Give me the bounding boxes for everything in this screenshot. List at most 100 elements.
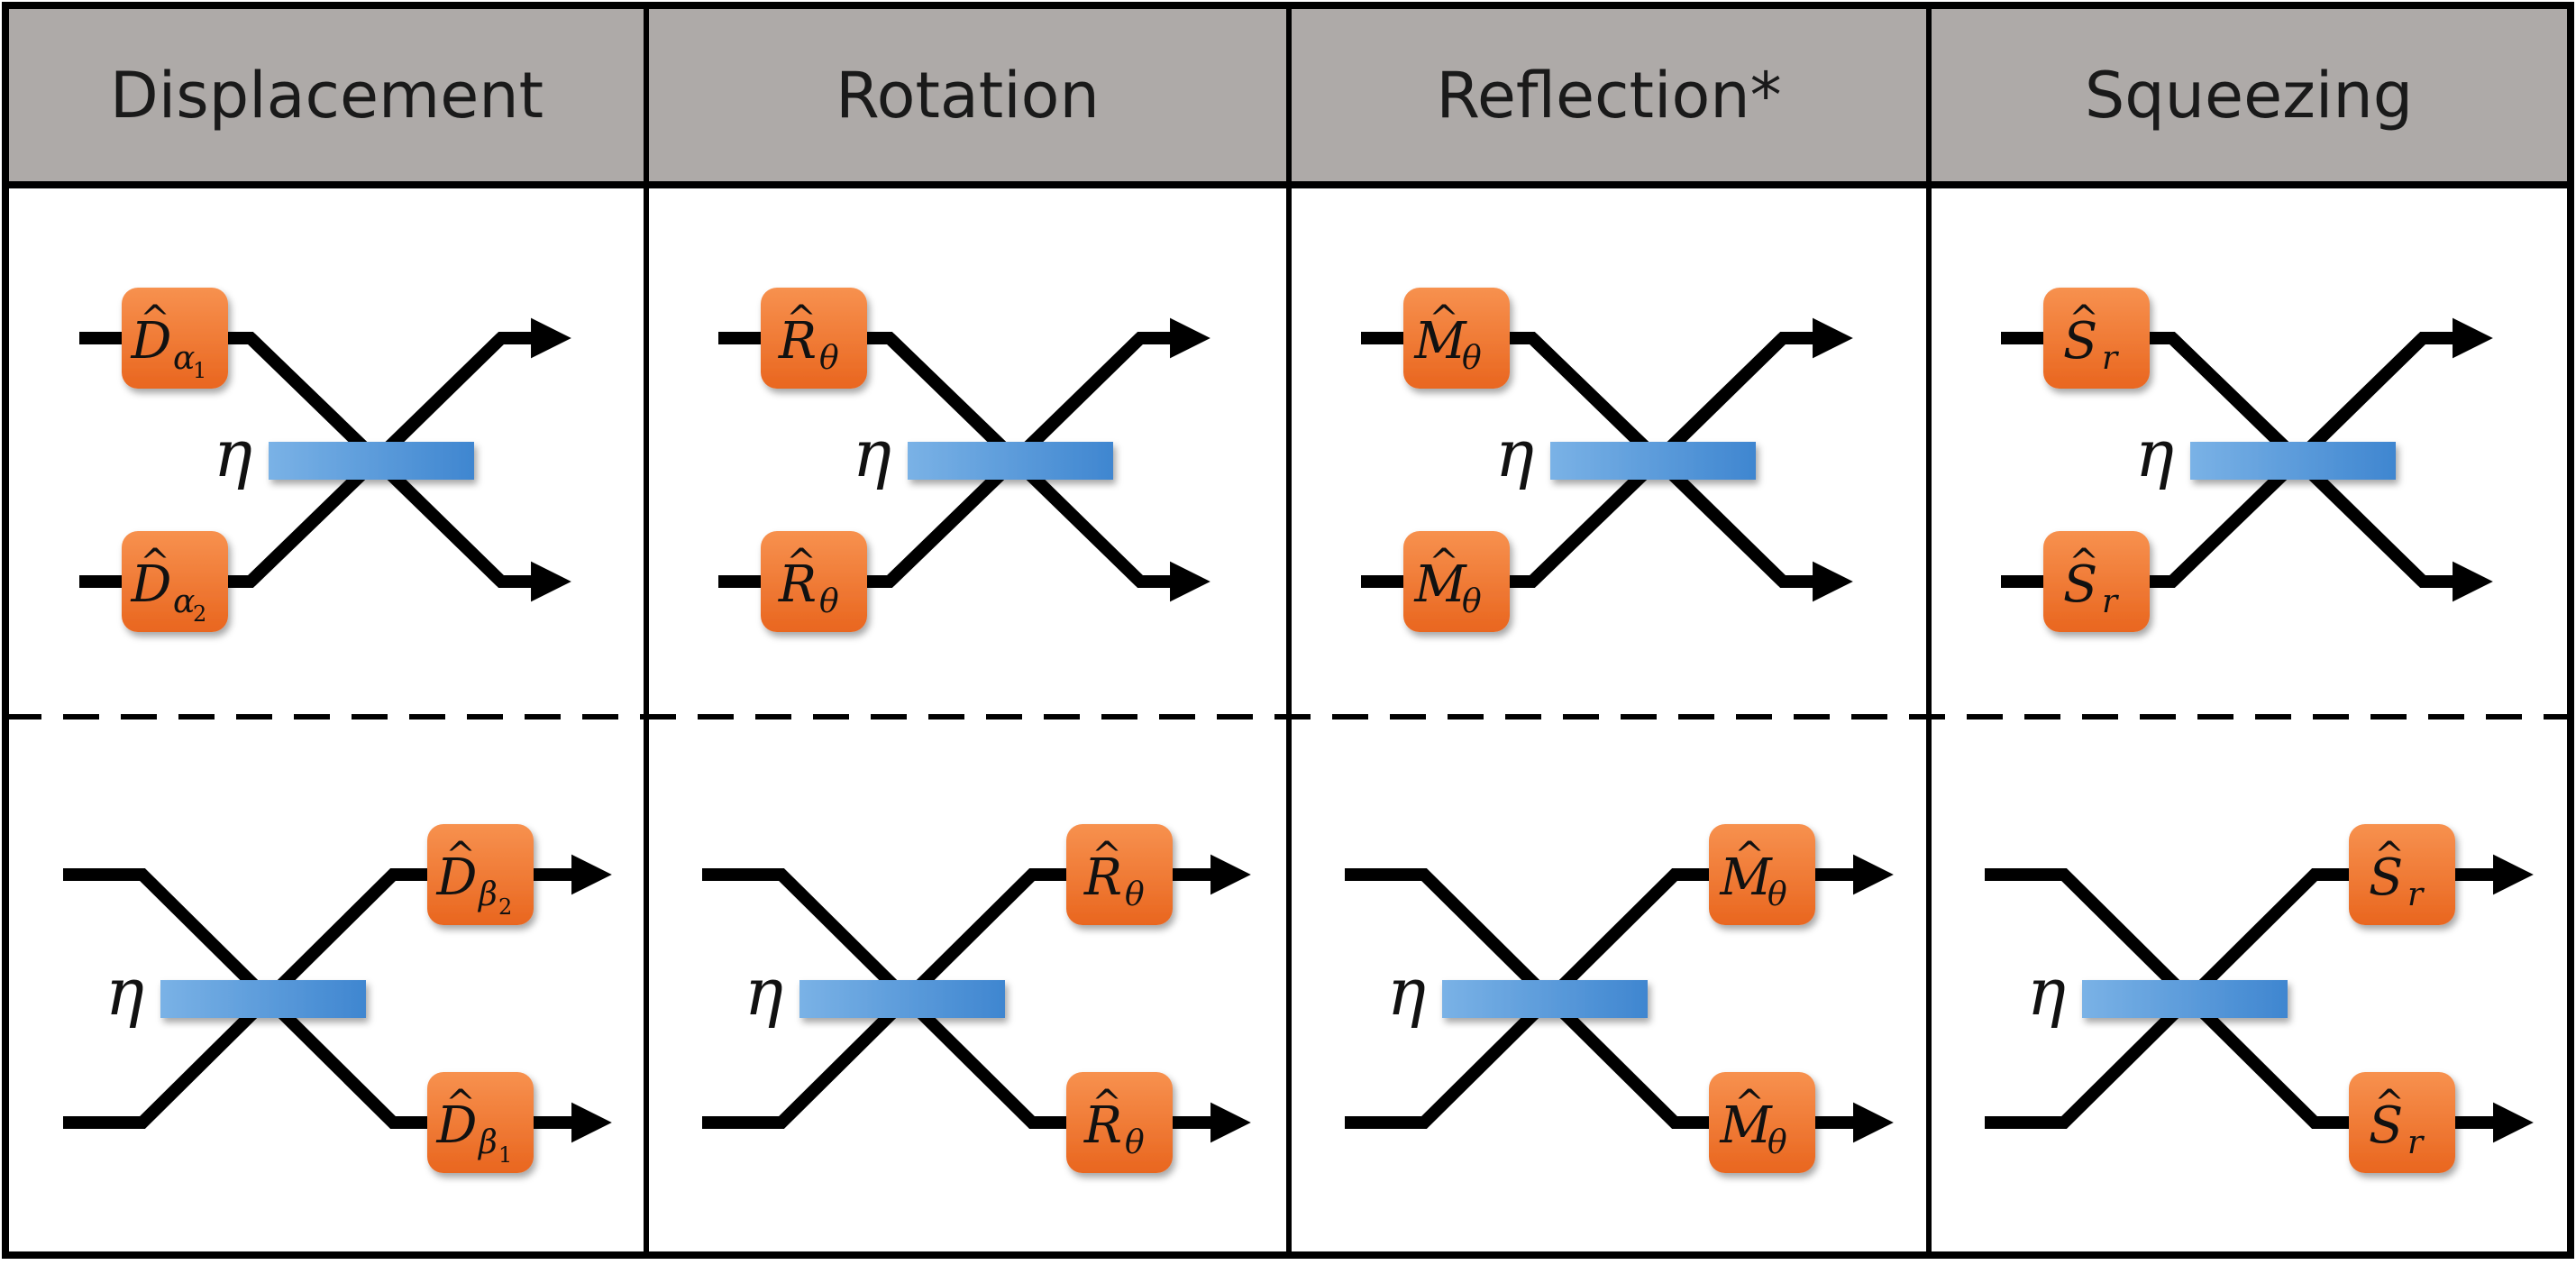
hat-accent: ^ — [1734, 1083, 1765, 1124]
beamsplitter-bar — [2190, 442, 2396, 480]
beamsplitter-eta-label: η — [853, 416, 891, 491]
operator-symbol: S — [2063, 555, 2097, 614]
operator-box — [1403, 531, 1510, 632]
operator-symbol: M — [1413, 555, 1467, 614]
input-operator-lower: D^α2 — [122, 531, 228, 632]
operator-subscript: θ — [1768, 876, 1787, 913]
operator-subscript: r — [2102, 583, 2119, 620]
input-operator-upper: M^θ — [1403, 288, 1510, 389]
operator-box — [1066, 1072, 1173, 1173]
output-operator-lower: M^θ — [1709, 1072, 1815, 1173]
beamsplitter-bottom: η — [105, 954, 366, 1030]
beamsplitter-eta-label: η — [105, 954, 144, 1030]
beamsplitter-top: η — [214, 416, 474, 491]
header-cell-bg — [646, 7, 1289, 185]
header-cell-bg — [7, 7, 646, 185]
beamsplitter-bottom: η — [1387, 954, 1648, 1030]
operator-box — [2349, 1072, 2455, 1173]
operator-box — [427, 824, 534, 925]
column-header: Displacement — [110, 59, 544, 133]
operator-box — [122, 531, 228, 632]
beamsplitter-eta-label: η — [214, 416, 252, 491]
operator-subscript: α — [173, 340, 195, 377]
output-operator-lower: S^r — [2349, 1072, 2455, 1173]
hat-accent: ^ — [1092, 835, 1122, 876]
beamsplitter-bar — [2082, 980, 2288, 1018]
operator-box — [122, 288, 228, 389]
output-operator-upper: S^r — [2349, 824, 2455, 925]
operator-box — [1066, 824, 1173, 925]
input-operator-lower: R^θ — [761, 531, 867, 632]
operator-symbol: S — [2063, 312, 2097, 371]
operator-subscript: θ — [819, 583, 839, 620]
operator-subscript: β — [477, 1124, 498, 1161]
operator-subsubscript: 2 — [193, 601, 206, 627]
operator-symbol: D — [436, 1096, 478, 1155]
beamsplitter-bar — [799, 980, 1005, 1018]
beamsplitter-top: η — [2135, 416, 2396, 491]
output-operator-upper: R^θ — [1066, 824, 1173, 925]
operator-box — [761, 531, 867, 632]
operator-box — [1709, 1072, 1815, 1173]
hat-accent: ^ — [445, 1083, 476, 1124]
beamsplitter-top: η — [853, 416, 1113, 491]
output-operator-lower: R^θ — [1066, 1072, 1173, 1173]
operator-box — [2349, 824, 2455, 925]
operator-box — [427, 1072, 534, 1173]
operator-subscript: r — [2407, 876, 2425, 913]
beamsplitter-eta-label: η — [2135, 416, 2174, 491]
hat-accent: ^ — [140, 298, 170, 340]
operator-subsubscript: 2 — [498, 894, 512, 920]
beamsplitter-eta-label: η — [2027, 954, 2066, 1030]
operator-subscript: θ — [1462, 583, 1482, 620]
operator-subsubscript: 1 — [498, 1142, 512, 1168]
operator-subscript: θ — [1462, 340, 1482, 377]
operator-box — [2043, 531, 2150, 632]
operator-box — [1403, 288, 1510, 389]
column-header: Rotation — [836, 59, 1100, 133]
hat-accent: ^ — [2374, 835, 2405, 876]
operator-subsubscript: 1 — [193, 358, 206, 383]
hat-accent: ^ — [445, 835, 476, 876]
operator-subscript: θ — [1125, 1124, 1145, 1161]
hat-accent: ^ — [1092, 1083, 1122, 1124]
hat-accent: ^ — [1429, 298, 1459, 340]
operator-subscript: θ — [1125, 876, 1145, 913]
operator-symbol: S — [2369, 1096, 2403, 1155]
hat-accent: ^ — [786, 542, 817, 583]
hat-accent: ^ — [786, 298, 817, 340]
operator-subscript: α — [173, 583, 195, 620]
hat-accent: ^ — [1429, 542, 1459, 583]
output-operator-upper: M^θ — [1709, 824, 1815, 925]
operator-symbol: D — [131, 312, 172, 371]
operator-symbol: D — [131, 555, 172, 614]
hat-accent: ^ — [2069, 298, 2099, 340]
beamsplitter-bottom: η — [2027, 954, 2288, 1030]
operator-box — [761, 288, 867, 389]
beamsplitter-bottom: η — [744, 954, 1005, 1030]
beamsplitter-eta-label: η — [1387, 954, 1426, 1030]
beamsplitter-bar — [1550, 442, 1756, 480]
hat-accent: ^ — [140, 542, 170, 583]
operator-symbol: R — [778, 555, 817, 614]
column-header: Reflection* — [1436, 59, 1781, 133]
operator-symbol: R — [1083, 1096, 1122, 1155]
beamsplitter-eta-label: η — [744, 954, 783, 1030]
operator-symbol: M — [1719, 1096, 1773, 1155]
input-operator-upper: R^θ — [761, 288, 867, 389]
operator-subscript: θ — [819, 340, 839, 377]
operator-symbol: M — [1413, 312, 1467, 371]
beamsplitter-top: η — [1495, 416, 1756, 491]
beamsplitter-bar — [269, 442, 474, 480]
header-cell-bg — [1929, 7, 2569, 185]
operator-symbol: R — [778, 312, 817, 371]
hat-accent: ^ — [1734, 835, 1765, 876]
operator-box — [2043, 288, 2150, 389]
operator-symbol: M — [1719, 848, 1773, 907]
